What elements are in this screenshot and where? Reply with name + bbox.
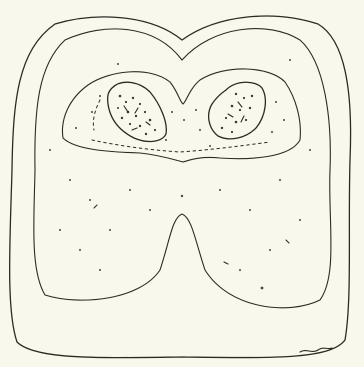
paper-background [0, 0, 364, 367]
contour-sketch [0, 0, 364, 367]
